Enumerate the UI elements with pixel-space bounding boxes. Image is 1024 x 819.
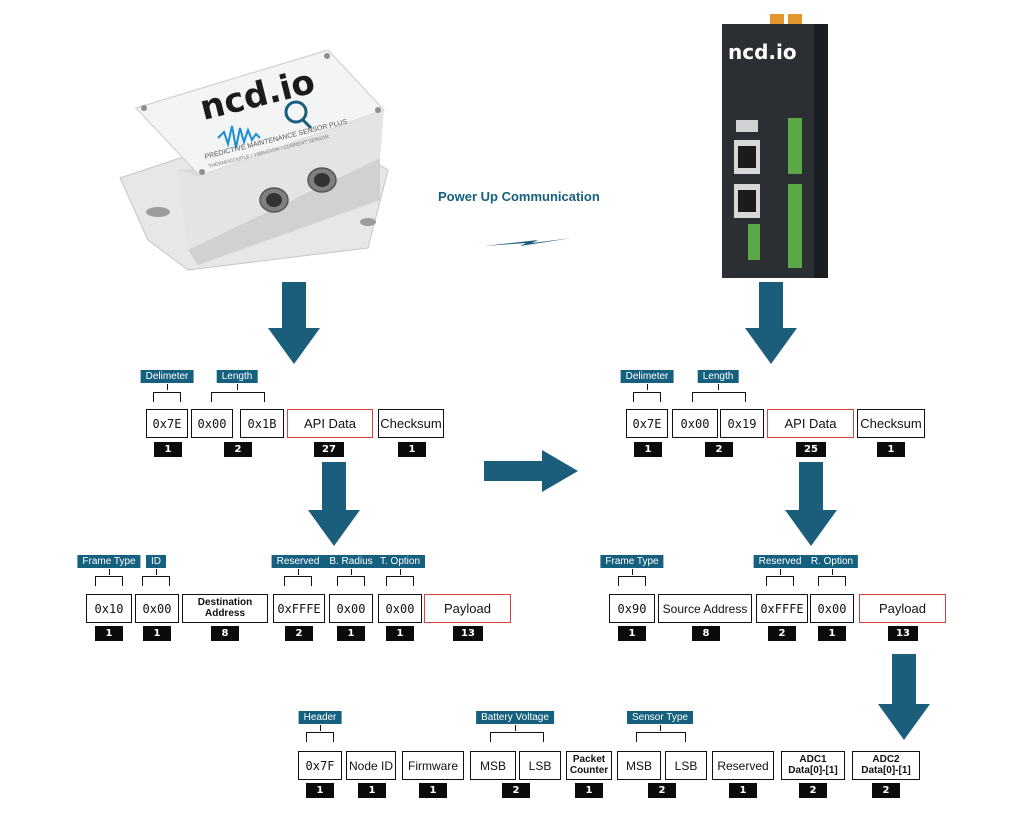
count-checksum: 1 [877,442,905,457]
count-frame-type: 1 [95,626,123,641]
field-battery-msb: MSB [470,751,516,780]
count-packet-counter: 1 [575,783,603,798]
field-payload: Payload [859,594,946,623]
field-id: 0x00 [135,594,179,623]
field-checksum: Checksum [378,409,444,438]
count-frame-type: 1 [618,626,646,641]
field-length-lsb: 0x19 [720,409,764,438]
field-reserved: Reserved [712,751,774,780]
field-t-option: 0x00 [378,594,422,623]
reserved-label: Reserved [753,555,807,568]
length-label: Length [697,370,739,383]
count-destination-address: 8 [211,626,239,641]
frame-type-label: Frame Type [77,555,141,568]
header-label: Header [298,711,342,724]
count-t-option: 1 [386,626,414,641]
field-reserved: 0xFFFE [756,594,808,623]
field-length-msb: 0x00 [191,409,233,438]
frame-type-label: Frame Type [600,555,664,568]
count-source-address: 8 [692,626,720,641]
arrow-down-left-api [308,462,360,546]
arrow-down-payload [878,654,930,740]
reserved-label: Reserved [271,555,325,568]
sensor-type-label: Sensor Type [627,711,693,724]
field-firmware: Firmware [402,751,464,780]
length-bracket [211,392,265,402]
field-source-address: Source Address [658,594,752,623]
arrow-down-right-device [745,282,797,364]
arrow-right-transfer [484,450,578,492]
field-r-option: 0x00 [810,594,854,623]
delimiter-label: Delimeter [620,370,674,383]
t-option-label: T. Option [374,555,426,568]
field-packet-counter: Packet Counter [566,751,612,780]
count-adc2: 2 [872,783,900,798]
delimiter-bracket [633,392,661,402]
r-option-label: R. Option [805,555,859,568]
field-length-msb: 0x00 [672,409,718,438]
field-length-lsb: 0x1B [240,409,284,438]
count-node-id: 1 [358,783,386,798]
count-payload: 13 [453,626,483,641]
field-frame-type: 0x90 [609,594,655,623]
count-reserved: 2 [768,626,796,641]
field-frame-type: 0x10 [86,594,132,623]
count-firmware: 1 [419,783,447,798]
field-header: 0x7F [298,751,342,780]
count-adc1: 2 [799,783,827,798]
count-header: 1 [306,783,334,798]
sensor-device-image: ncd.io PREDICTIVE MAINTENANCE SENSOR PLU… [118,49,400,280]
count-id: 1 [143,626,171,641]
count-payload: 13 [888,626,918,641]
count-checksum: 1 [398,442,426,457]
field-battery-lsb: LSB [519,751,561,780]
wireless-bolt-icon [484,238,572,246]
count-reserved: 2 [285,626,313,641]
field-api-data: API Data [767,409,854,438]
count-length: 2 [224,442,252,457]
id-label: ID [146,555,166,568]
field-payload: Payload [424,594,511,623]
gateway-device-image: ncd.io [718,12,832,280]
battery-voltage-label: Battery Voltage [476,711,554,724]
field-node-id: Node ID [346,751,396,780]
field-adc1: ADC1 Data[0]-[1] [781,751,845,780]
field-checksum: Checksum [857,409,925,438]
field-delimiter: 0x7E [626,409,668,438]
b-radius-label: B. Radius [324,555,378,568]
field-destination-address: Destination Address [182,594,268,623]
field-sensor-lsb: LSB [665,751,707,780]
arrow-down-right-api [785,462,837,546]
field-api-data: API Data [287,409,373,438]
gateway-logo: ncd.io [728,40,797,64]
count-r-option: 1 [818,626,846,641]
length-label: Length [216,370,258,383]
count-delimiter: 1 [634,442,662,457]
delimiter-label: Delimeter [140,370,194,383]
count-api-data: 27 [314,442,344,457]
field-adc2: ADC2 Data[0]-[1] [852,751,920,780]
field-b-radius: 0x00 [329,594,373,623]
count-sensor-type: 2 [648,783,676,798]
count-delimiter: 1 [154,442,182,457]
count-length: 2 [705,442,733,457]
diagram-title: Power Up Communication [438,189,600,204]
arrow-down-left-device [268,282,320,364]
delimiter-bracket [153,392,181,402]
count-reserved: 1 [729,783,757,798]
field-sensor-msb: MSB [617,751,661,780]
count-battery-voltage: 2 [502,783,530,798]
field-reserved: 0xFFFE [273,594,325,623]
length-bracket [692,392,746,402]
count-b-radius: 1 [337,626,365,641]
count-api-data: 25 [796,442,826,457]
field-delimiter: 0x7E [146,409,188,438]
